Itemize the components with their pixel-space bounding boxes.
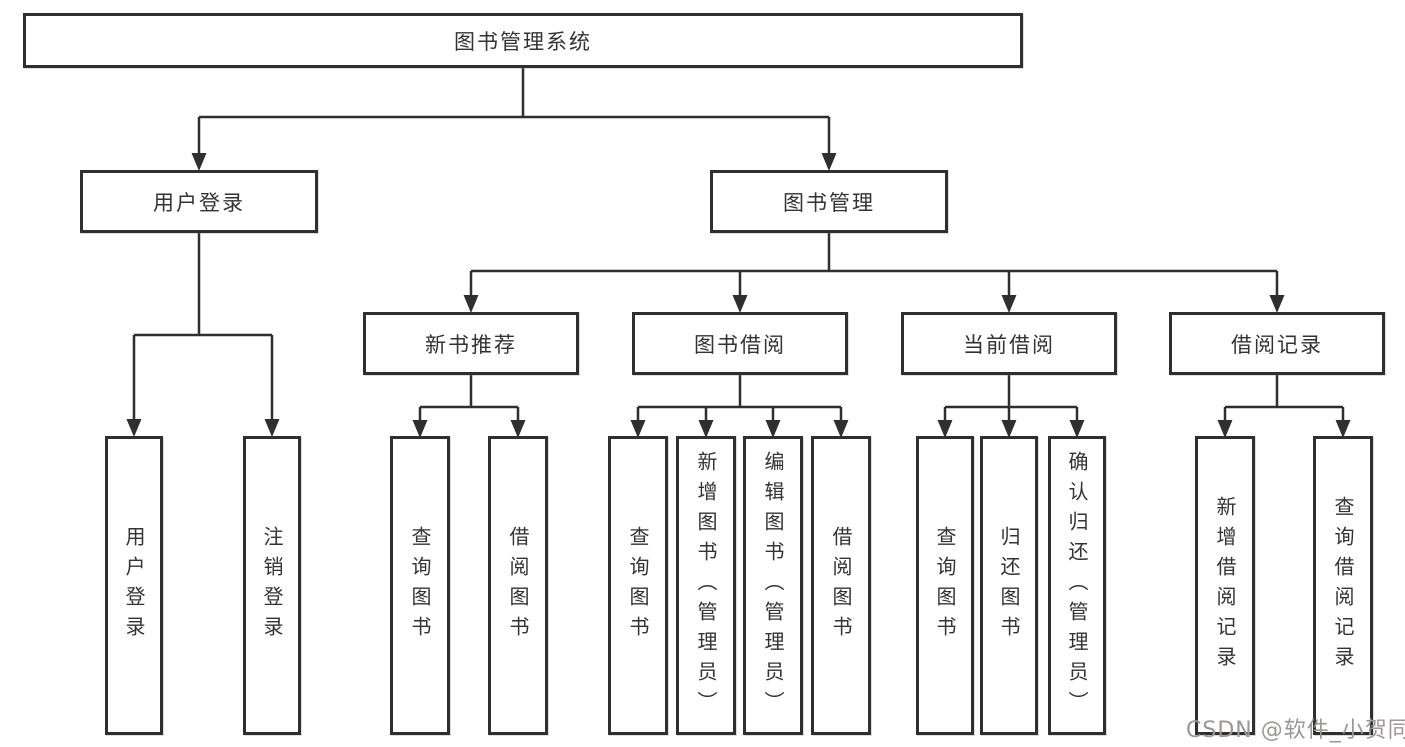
node-current-borrowing: 当前借阅 — [901, 312, 1117, 375]
node-user-login: 用户登录 — [80, 170, 318, 233]
node-root-system: 图书管理系统 — [23, 13, 1023, 68]
csdn-watermark: CSDN @软件_小贺同学 — [1186, 718, 1405, 743]
leaf-borrow-books-recommend: 借阅图书 — [488, 436, 548, 735]
leaf-query-books-current: 查询图书 — [916, 436, 974, 735]
node-book-management: 图书管理 — [710, 170, 948, 233]
leaf-borrow-books-borrowing: 借阅图书 — [811, 436, 871, 735]
leaf-logout: 注销登录 — [243, 436, 301, 735]
leaf-add-borrow-record: 新增借阅记录 — [1195, 436, 1255, 735]
leaf-add-book-admin: 新增图书（管理员） — [676, 436, 736, 735]
node-borrowing-records: 借阅记录 — [1169, 312, 1385, 375]
node-new-book-recommendation: 新书推荐 — [363, 312, 579, 375]
arrowheads — [126, 153, 1351, 438]
leaf-query-books-recommend: 查询图书 — [390, 436, 450, 735]
leaf-query-books-borrowing: 查询图书 — [608, 436, 668, 735]
leaf-user-login: 用户登录 — [105, 436, 163, 735]
leaf-edit-book-admin: 编辑图书（管理员） — [743, 436, 803, 735]
leaf-query-borrow-record: 查询借阅记录 — [1313, 436, 1373, 735]
leaf-return-books: 归还图书 — [980, 436, 1038, 735]
node-book-borrowing: 图书借阅 — [632, 312, 848, 375]
leaf-confirm-return-admin: 确认归还（管理员） — [1048, 436, 1106, 735]
